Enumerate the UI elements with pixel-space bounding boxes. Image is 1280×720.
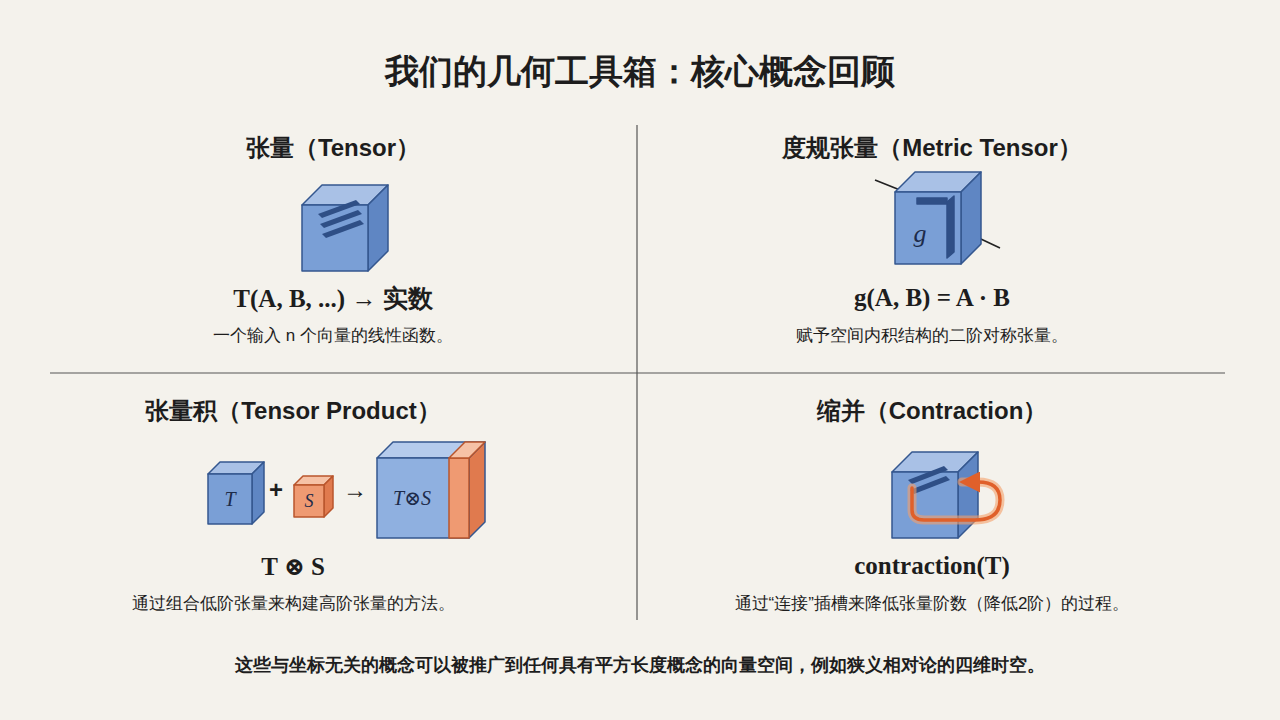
contraction-loop [912,482,1000,520]
description: 一个输入 n 个向量的线性函数。 [213,324,453,347]
cube-outline [208,462,264,524]
tensor-cube: T [208,462,264,524]
formula: g(A, B) = A · B [854,284,1010,312]
footer-caption: 这些与坐标无关的概念可以被推广到任何具有平方长度概念的向量空间，例如狭义相对论的… [235,653,1045,677]
cube-label: T [208,474,252,524]
description: 赋予空间内积结构的二阶对称张量。 [796,324,1068,347]
tensor-cube: T⊗S [377,442,485,538]
operator: → [343,476,367,504]
tensor-cube [302,185,388,271]
formula: T ⊗ S [261,552,325,581]
cube-outline [895,172,981,264]
formula: contraction(T) [854,552,1010,580]
tensor-cube: S [294,476,333,517]
section-heading: 度规张量（Metric Tensor） [782,132,1082,164]
slide-title: 我们的几何工具箱：核心概念回顾 [385,49,895,95]
tensor-cube: g [895,172,981,264]
divider-horizontal [50,372,1225,373]
formula: T(A, B, ...) → 实数 [233,282,432,315]
cube-label: S [294,485,324,517]
description: 通过“连接”插槽来降低张量阶数（降低2阶）的过程。 [735,592,1130,615]
section-heading: 张量积（Tensor Product） [145,395,441,427]
section-heading: 缩并（Contraction） [817,395,1048,427]
cube-label: g [895,204,945,264]
contraction-cube [892,452,978,538]
description: 通过组合低阶张量来构建高阶张量的方法。 [132,592,455,615]
contraction-loop [912,482,1000,520]
operator: + [269,476,283,504]
cube-label: T⊗S [377,458,447,538]
section-heading: 张量（Tensor） [246,132,420,164]
